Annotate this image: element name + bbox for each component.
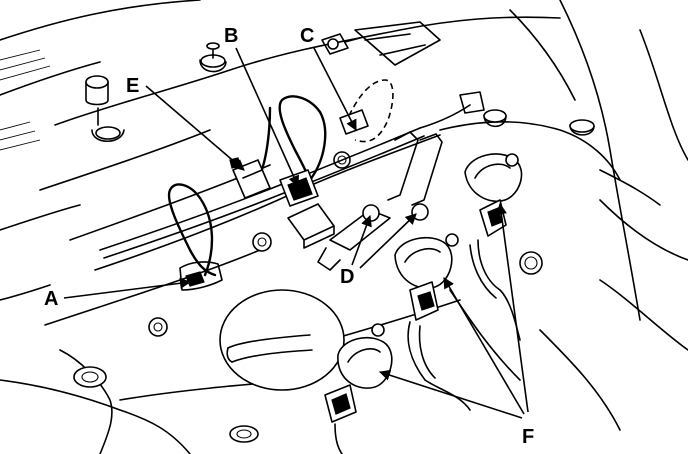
callout-d: D bbox=[340, 213, 417, 288]
bolt-top-center bbox=[199, 42, 227, 73]
callout-label-e: E bbox=[126, 75, 139, 97]
callout-label-f: F bbox=[522, 426, 534, 448]
oil-filler-cap bbox=[219, 289, 345, 391]
callout-label-b: B bbox=[224, 25, 238, 47]
callout-a: A bbox=[44, 277, 192, 310]
leader-d-1 bbox=[351, 214, 372, 266]
callout-label-d: D bbox=[340, 266, 354, 288]
ignition-coil-2 bbox=[394, 233, 459, 381]
bolt-lower-center bbox=[252, 232, 272, 252]
bolt-right-2 bbox=[569, 119, 595, 136]
ignition-coil-3 bbox=[324, 323, 393, 454]
callout-label-c: C bbox=[300, 25, 314, 47]
dashed-hose bbox=[339, 79, 394, 143]
leader-f-3 bbox=[495, 202, 529, 413]
lower-hoses bbox=[424, 169, 661, 411]
fuel-pipe bbox=[99, 104, 471, 259]
bolt-right-low bbox=[519, 251, 543, 275]
callout-c: C bbox=[300, 25, 357, 131]
bolt-bottom-left bbox=[73, 366, 107, 388]
callout-label-a: A bbox=[44, 288, 58, 310]
bolt-right-1 bbox=[459, 91, 507, 128]
callout-f: F bbox=[378, 202, 534, 448]
bolt-upper-right bbox=[321, 33, 361, 55]
upper-bracket bbox=[354, 21, 441, 66]
leader-b bbox=[235, 47, 299, 188]
bolt-left-low bbox=[148, 317, 168, 337]
wire-loop-center bbox=[258, 95, 327, 187]
bolt-top-left bbox=[85, 75, 125, 143]
callout-e: E bbox=[126, 75, 245, 171]
actuator-block bbox=[287, 203, 335, 249]
ignition-coil-1 bbox=[464, 153, 523, 299]
bolt-bottom bbox=[229, 425, 259, 443]
callout-b: B bbox=[224, 25, 299, 188]
leader-f-2 bbox=[443, 277, 525, 415]
leader-a bbox=[63, 277, 192, 299]
leader-e bbox=[145, 85, 245, 171]
leader-c bbox=[313, 47, 357, 131]
leader-f-1 bbox=[378, 369, 523, 419]
leader-d-2 bbox=[359, 213, 417, 269]
